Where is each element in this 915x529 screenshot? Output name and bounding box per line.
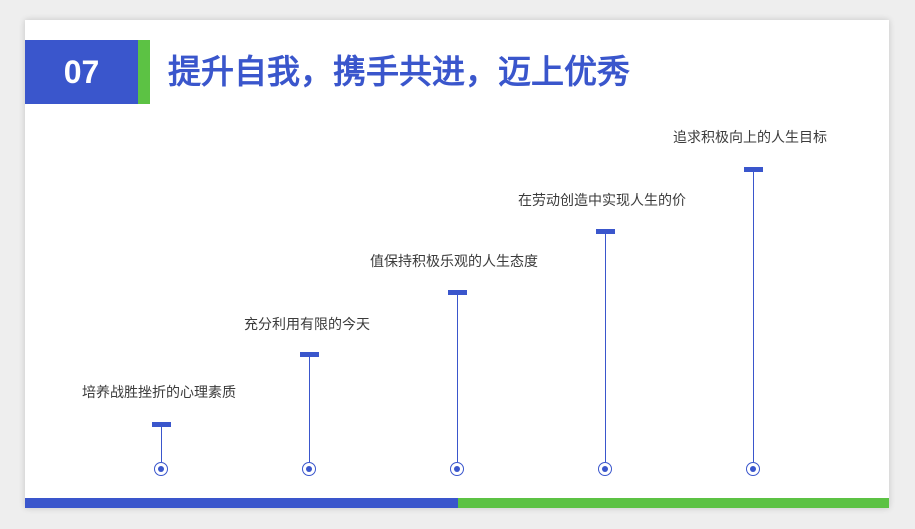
step-line	[456, 295, 458, 462]
step-label: 培养战胜挫折的心理素质	[82, 385, 236, 401]
step-dot-center	[601, 465, 608, 472]
step-cap	[595, 229, 615, 234]
step-dot-center	[305, 465, 312, 472]
step-dot-center	[157, 465, 164, 472]
step-cap	[743, 167, 763, 172]
step-dot-icon	[746, 462, 760, 476]
section-number: 07	[63, 53, 100, 90]
step-cap	[447, 290, 467, 295]
step-line	[308, 357, 310, 462]
step-dot-icon	[154, 462, 168, 476]
footer-bar-green	[458, 498, 889, 508]
step-label: 在劳动创造中实现人生的价	[518, 193, 686, 209]
section-number-badge: 07	[25, 40, 138, 104]
section-number-accent	[138, 40, 150, 104]
footer-bar-blue	[25, 498, 458, 508]
step-cap	[299, 352, 319, 357]
step-label: 追求积极向上的人生目标	[673, 130, 827, 146]
step-dot-center	[749, 465, 756, 472]
slide: 07 提升自我，携手共进，迈上优秀 培养战胜挫折的心理素质 充分利用有限的今天 值保…	[25, 20, 889, 508]
step-line	[604, 234, 606, 462]
step-dot-icon	[598, 462, 612, 476]
page-title: 提升自我，携手共进，迈上优秀	[168, 52, 630, 91]
step-dot-icon	[450, 462, 464, 476]
step-label: 值保持积极乐观的人生态度	[370, 254, 538, 270]
step-dot-center	[453, 465, 460, 472]
step-label: 充分利用有限的今天	[244, 317, 370, 333]
step-dot-icon	[302, 462, 316, 476]
step-line	[160, 427, 162, 462]
step-cap	[151, 422, 171, 427]
step-line	[752, 172, 754, 462]
